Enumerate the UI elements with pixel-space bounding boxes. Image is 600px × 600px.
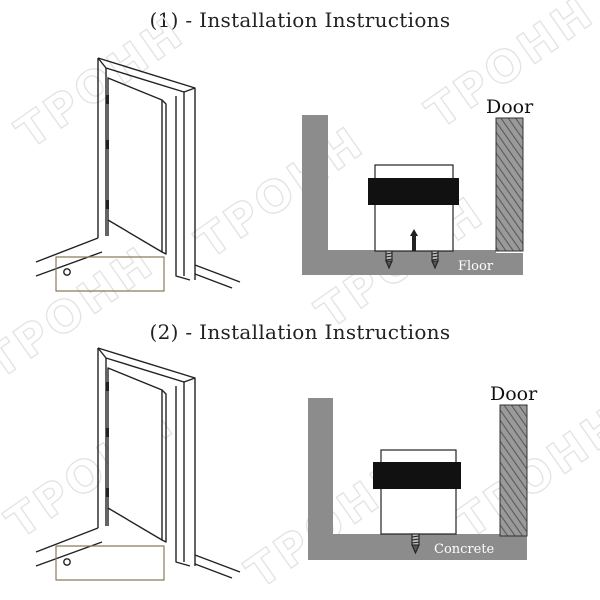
watermark-text: TPOHH (187, 116, 375, 269)
cross-section-1: Door Floor (302, 96, 534, 275)
center-screw-icon (410, 229, 418, 251)
wall-floor-shape (302, 115, 523, 275)
panel-1-title: (1) - Installation Instructions (149, 8, 451, 32)
door-sketch-1 (35, 57, 241, 292)
concrete-screw-icon (411, 533, 420, 555)
door-section (495, 117, 524, 252)
floor-screw-left-icon (385, 250, 393, 270)
door-sketch-2 (35, 347, 241, 581)
door-label: Door (490, 383, 538, 405)
cross-section-2: Door Concrete (308, 383, 538, 560)
floor-label: Floor (458, 259, 494, 274)
door-section (499, 404, 528, 537)
concrete-label: Concrete (434, 542, 495, 557)
stopper-ring (373, 462, 461, 489)
wall-floor-shape (308, 398, 527, 560)
floor-screw-right-icon (431, 250, 439, 270)
stopper-ring (368, 178, 459, 205)
panel-2-title: (2) - Installation Instructions (149, 320, 451, 344)
door-label: Door (486, 96, 534, 118)
